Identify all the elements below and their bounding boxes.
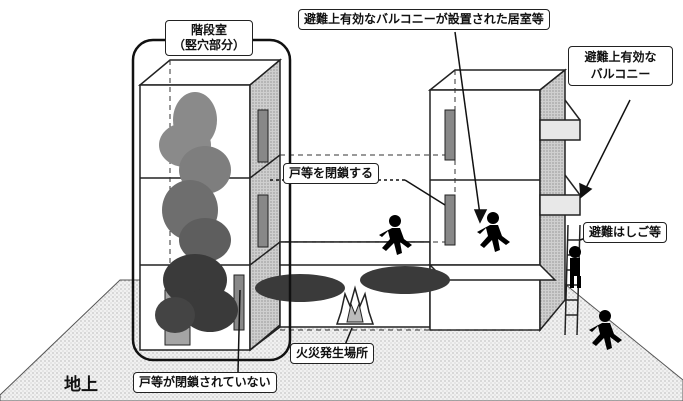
label-fire-location: 火災発生場所 <box>290 343 375 364</box>
label-balcony-line1: 避難上有効な <box>584 50 657 64</box>
smoke-icon <box>155 92 238 333</box>
label-balcony: 避難上有効な バルコニー <box>568 46 673 86</box>
smoke-cloud-right <box>360 266 450 294</box>
label-stairwell-line2: （竪穴部分） <box>172 38 245 52</box>
fire-icon <box>335 285 375 325</box>
label-ladder: 避難はしご等 <box>583 222 668 243</box>
label-doors-not-closed: 戸等が閉鎖されていない <box>133 372 277 393</box>
label-close-doors: 戸等を閉鎖する <box>283 163 380 184</box>
label-stairwell-line1: 階段室 <box>190 23 227 37</box>
label-balcony-room: 避難上有効なバルコニーが設置された居室等 <box>298 9 550 30</box>
running-person-icon <box>379 215 412 255</box>
label-balcony-line2: バルコニー <box>590 67 651 81</box>
arrow-doors-not-closed <box>237 289 241 373</box>
label-stairwell: 階段室 （竪穴部分） <box>165 20 253 56</box>
smoke-cloud-left <box>255 274 345 302</box>
door-middle-left <box>257 194 269 248</box>
arrow-balcony-room <box>454 31 481 216</box>
arrow-close-doors <box>404 179 446 206</box>
door-upper-left <box>257 109 269 163</box>
arrow-fire <box>344 327 353 346</box>
door-right-middle <box>444 194 456 246</box>
label-ground: 地上 <box>64 375 98 395</box>
running-person-icon <box>589 310 622 350</box>
door-right-upper <box>444 109 456 161</box>
running-person-icon <box>477 212 510 252</box>
person-on-ladder-icon <box>569 246 581 288</box>
arrow-balcony <box>584 99 631 191</box>
